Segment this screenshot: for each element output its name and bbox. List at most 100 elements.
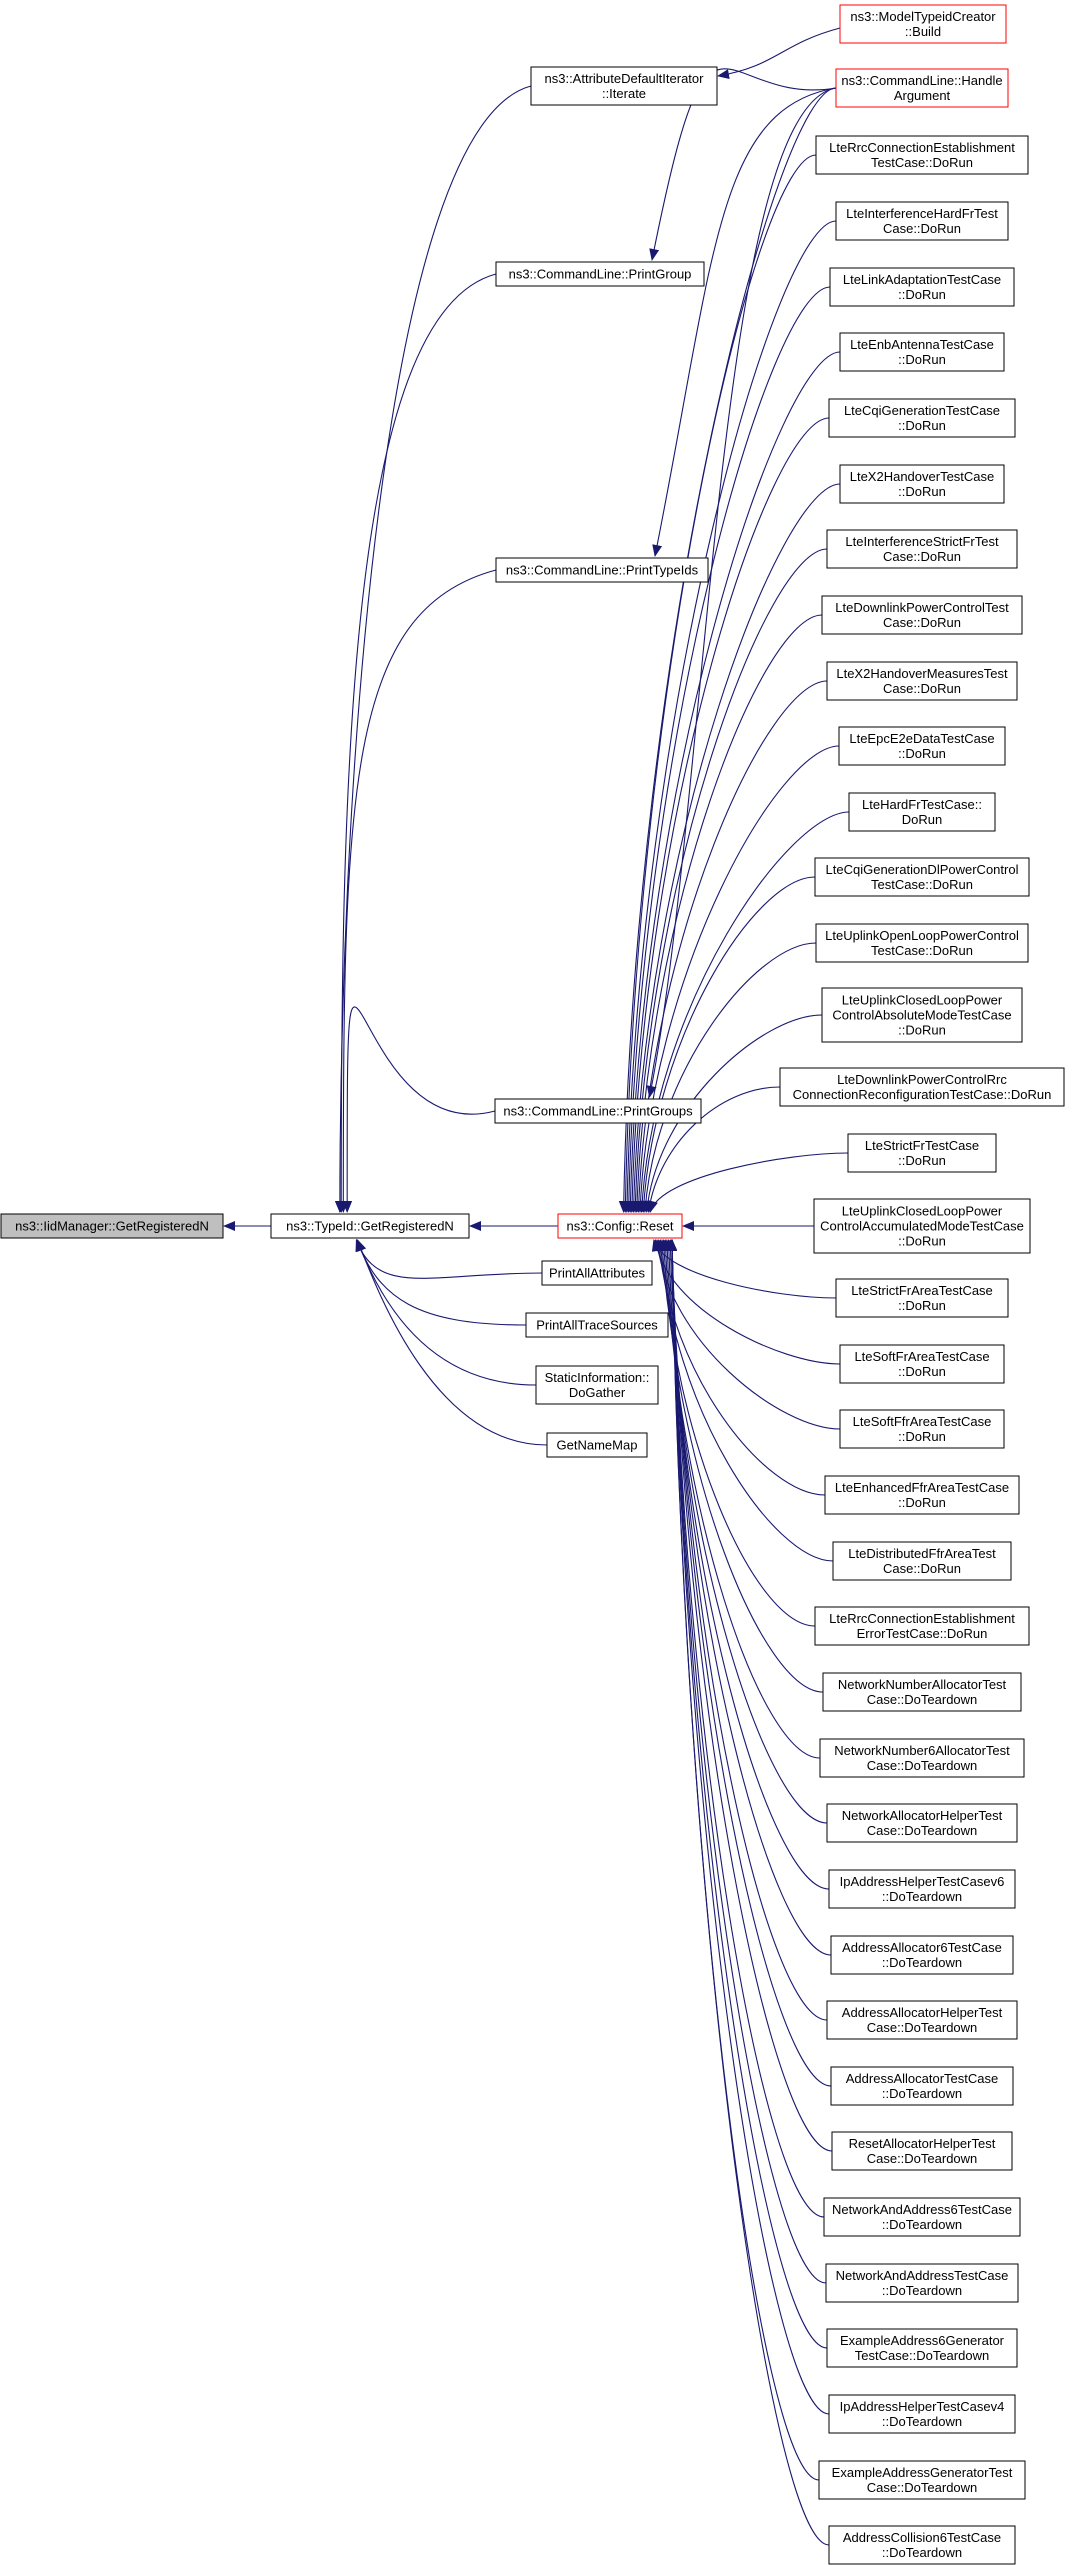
edge-r12-to-reset xyxy=(638,876,816,1213)
edge-r2-to-reset xyxy=(622,220,837,1213)
node-reset[interactable]: ns3::Config::Reset xyxy=(557,1213,683,1239)
node-r3[interactable]: LteLinkAdaptationTestCase::DoRun xyxy=(829,267,1015,307)
node-r25[interactable]: NetworkNumber6AllocatorTestCase::DoTeard… xyxy=(819,1738,1025,1778)
node-tgr[interactable]: ns3::TypeId::GetRegisteredN xyxy=(270,1213,470,1239)
node-box xyxy=(814,857,1030,897)
node-r12[interactable]: LteCqiGenerationDlPowerControlTestCase::… xyxy=(814,857,1030,897)
node-r20[interactable]: LteSoftFfrAreaTestCase::DoRun xyxy=(839,1409,1005,1449)
edge-gnm-to-tgr xyxy=(356,1239,548,1446)
node-label: DoGather xyxy=(569,1385,626,1400)
node-label: ns3::CommandLine::PrintGroup xyxy=(509,267,692,282)
node-label: ::DoTeardown xyxy=(882,2283,962,2298)
node-clpgs[interactable]: ns3::CommandLine::PrintGroups xyxy=(494,1098,702,1124)
node-box xyxy=(779,1067,1065,1107)
node-r15[interactable]: LteDownlinkPowerControlRrcConnectionReco… xyxy=(779,1067,1065,1107)
node-paa[interactable]: PrintAllAttributes xyxy=(541,1260,653,1286)
node-r34[interactable]: ExampleAddress6GeneratorTestCase::DoTear… xyxy=(826,2328,1018,2368)
node-label: NetworkNumber6AllocatorTest xyxy=(834,1743,1010,1758)
node-box xyxy=(818,2460,1026,2500)
node-label: AddressAllocatorHelperTest xyxy=(842,2005,1003,2020)
node-label: ::DoRun xyxy=(898,1023,946,1038)
node-r33[interactable]: NetworkAndAddressTestCase::DoTeardown xyxy=(825,2263,1019,2303)
node-label: ns3::AttributeDefaultIterator xyxy=(545,71,705,86)
node-label: NetworkAndAddress6TestCase xyxy=(832,2202,1012,2217)
node-r36[interactable]: ExampleAddressGeneratorTestCase::DoTeard… xyxy=(818,2460,1026,2500)
node-box xyxy=(494,1098,702,1124)
node-box xyxy=(831,2131,1013,2171)
node-r18[interactable]: LteStrictFrAreaTestCase::DoRun xyxy=(835,1278,1009,1318)
node-r21[interactable]: LteEnhancedFfrAreaTestCase::DoRun xyxy=(824,1475,1020,1515)
node-r14[interactable]: LteUplinkClosedLoopPowerControlAbsoluteM… xyxy=(821,987,1023,1043)
node-label: LteUplinkClosedLoopPower xyxy=(842,993,1003,1008)
node-r19[interactable]: LteSoftFrAreaTestCase::DoRun xyxy=(839,1344,1005,1384)
node-box xyxy=(835,1278,1009,1318)
node-r27[interactable]: IpAddressHelperTestCasev6::DoTeardown xyxy=(828,1869,1016,1909)
node-r16[interactable]: LteStrictFrTestCase::DoRun xyxy=(847,1133,997,1173)
node-label: LteEpcE2eDataTestCase xyxy=(849,731,994,746)
node-box xyxy=(823,2197,1021,2237)
node-r26[interactable]: NetworkAllocatorHelperTestCase::DoTeardo… xyxy=(826,1803,1018,1843)
node-r17[interactable]: LteUplinkClosedLoopPowerControlAccumulat… xyxy=(813,1198,1031,1254)
edge-r34-to-reset xyxy=(667,1239,828,2349)
node-r23[interactable]: LteRrcConnectionEstablishmentErrorTestCa… xyxy=(814,1606,1030,1646)
node-r29[interactable]: AddressAllocatorHelperTestCase::DoTeardo… xyxy=(826,2000,1018,2040)
edge-clha-to-clpgs xyxy=(646,87,837,1098)
node-r35[interactable]: IpAddressHelperTestCasev4::DoTeardown xyxy=(828,2394,1016,2434)
node-r6[interactable]: LteX2HandoverTestCase::DoRun xyxy=(839,464,1005,504)
node-r4[interactable]: LteEnbAntennaTestCase::DoRun xyxy=(839,332,1005,372)
node-box xyxy=(832,1541,1012,1581)
node-r13[interactable]: LteUplinkOpenLoopPowerControlTestCase::D… xyxy=(815,923,1029,963)
node-pats[interactable]: PrintAllTraceSources xyxy=(525,1312,669,1338)
node-r24[interactable]: NetworkNumberAllocatorTestCase::DoTeardo… xyxy=(822,1672,1022,1712)
node-box xyxy=(270,1213,470,1239)
edge-clpt-to-tgr xyxy=(338,569,497,1213)
node-label: DoRun xyxy=(902,812,942,827)
node-label: Case::DoTeardown xyxy=(867,1823,978,1838)
node-sid[interactable]: StaticInformation::DoGather xyxy=(535,1365,659,1405)
node-gnm[interactable]: GetNameMap xyxy=(546,1432,648,1458)
node-label: ns3::Config::Reset xyxy=(567,1219,674,1234)
edge-r18-to-reset xyxy=(651,1239,837,1299)
node-r32[interactable]: NetworkAndAddress6TestCase::DoTeardown xyxy=(823,2197,1021,2237)
node-label: ns3::IidManager::GetRegisteredN xyxy=(15,1219,209,1234)
node-r30[interactable]: AddressAllocatorTestCase::DoTeardown xyxy=(830,2066,1014,2106)
node-clpg[interactable]: ns3::CommandLine::PrintGroup xyxy=(495,261,705,287)
node-box xyxy=(828,398,1016,438)
node-box xyxy=(847,1133,997,1173)
node-adi[interactable]: ns3::AttributeDefaultIterator::Iterate xyxy=(530,66,718,106)
node-label: ::DoTeardown xyxy=(882,2217,962,2232)
node-label: Case::DoRun xyxy=(883,681,961,696)
node-label: LteSoftFrAreaTestCase xyxy=(854,1349,989,1364)
node-label: ExampleAddress6Generator xyxy=(840,2333,1005,2348)
node-r11[interactable]: LteHardFrTestCase::DoRun xyxy=(848,792,996,832)
edge-r16-to-reset xyxy=(648,1152,849,1213)
node-box xyxy=(828,2394,1016,2434)
node-r37[interactable]: AddressCollision6TestCase::DoTeardown xyxy=(828,2525,1016,2565)
node-box xyxy=(546,1432,648,1458)
node-label: LteLinkAdaptationTestCase xyxy=(843,272,1001,287)
node-r10[interactable]: LteEpcE2eDataTestCase::DoRun xyxy=(838,726,1006,766)
node-label: LteSoftFfrAreaTestCase xyxy=(853,1414,992,1429)
node-layer: ns3::IidManager::GetRegisteredN ns3::Type… xyxy=(0,4,1065,2565)
node-r28[interactable]: AddressAllocator6TestCase::DoTeardown xyxy=(830,1935,1014,1975)
node-r5[interactable]: LteCqiGenerationTestCase::DoRun xyxy=(828,398,1016,438)
node-clpt[interactable]: ns3::CommandLine::PrintTypeIds xyxy=(495,557,709,583)
node-label: ControlAccumulatedModeTestCase xyxy=(820,1219,1024,1234)
node-label: StaticInformation:: xyxy=(545,1370,650,1385)
edge-r27-to-reset xyxy=(663,1239,830,1890)
node-r1[interactable]: LteRrcConnectionEstablishmentTestCase::D… xyxy=(815,135,1029,175)
node-mtc[interactable]: ns3::ModelTypeidCreator::Build xyxy=(839,4,1007,44)
node-box xyxy=(826,1803,1018,1843)
node-label: AddressAllocatorTestCase xyxy=(846,2071,998,2086)
node-label: LteDownlinkPowerControlTest xyxy=(835,600,1009,615)
edge-r19-to-reset xyxy=(652,1239,841,1365)
node-box xyxy=(826,2000,1018,2040)
node-label: ::DoRun xyxy=(898,1153,946,1168)
